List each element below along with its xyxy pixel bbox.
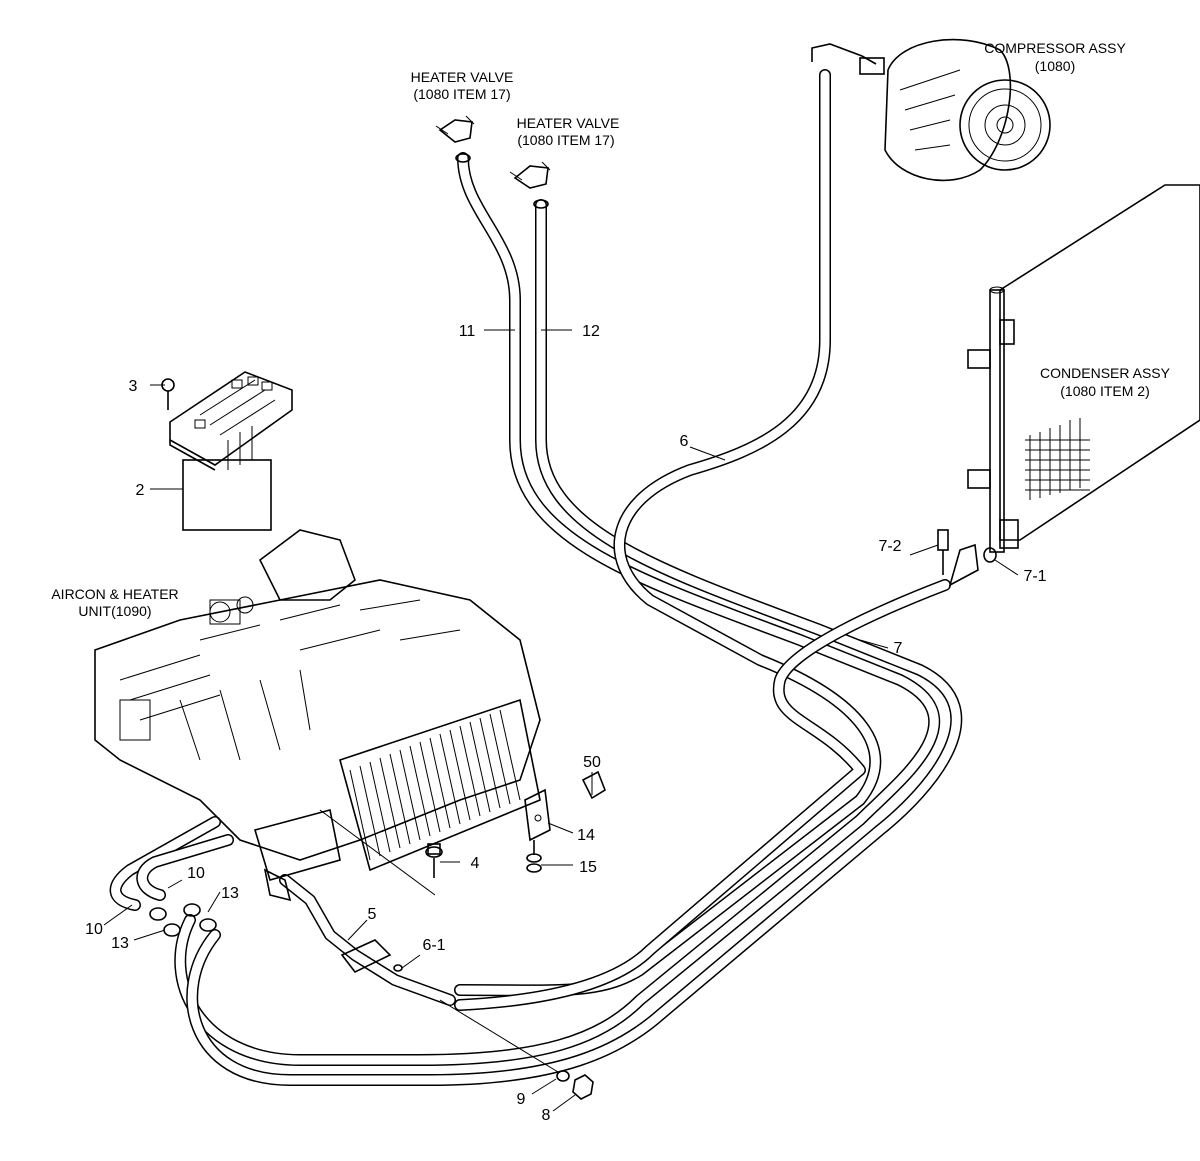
aircon-unit-ref: UNIT(1090)	[78, 603, 151, 619]
control-panel-drawing	[161, 371, 293, 531]
part-13-grommets	[149, 903, 217, 937]
callout-13-upper: 13	[221, 885, 239, 902]
callout-7-1: 7-1	[1023, 568, 1046, 585]
hose-11	[174, 152, 941, 1066]
compressor-title: COMPRESSOR ASSY	[984, 40, 1126, 56]
aircon-unit-title: AIRCON & HEATER	[51, 586, 178, 602]
callout-12: 12	[582, 323, 600, 340]
part-6-1-oring	[393, 964, 403, 972]
callout-14: 14	[577, 827, 595, 844]
condenser-title: CONDENSER ASSY	[1040, 365, 1171, 381]
heater-valve-1-title: HEATER VALVE	[411, 69, 514, 85]
callout-8: 8	[542, 1107, 551, 1124]
callout-15: 15	[579, 859, 597, 876]
part-14-bracket	[524, 788, 551, 842]
callout-6: 6	[680, 433, 689, 450]
callout-10-lower: 10	[85, 921, 103, 938]
leader-lines	[103, 329, 1019, 1112]
part-7-fitting	[948, 543, 979, 587]
callout-3: 3	[129, 378, 138, 395]
part-15-bolt	[526, 840, 542, 873]
heater-valve-1-ref: (1080 ITEM 17)	[413, 86, 510, 102]
callout-7: 7	[894, 640, 903, 657]
part-9-oring	[556, 1070, 570, 1082]
heater-valve-2-ref: (1080 ITEM 17)	[517, 132, 614, 148]
condenser-ref: (1080 ITEM 2)	[1060, 383, 1149, 399]
callout-10-upper: 10	[187, 865, 205, 882]
callout-13-lower: 13	[111, 935, 129, 952]
callout-9: 9	[517, 1091, 526, 1108]
callout-11: 11	[459, 323, 476, 340]
hose-12	[186, 199, 963, 1086]
aircon-heater-unit-drawing	[94, 529, 541, 902]
part-7-2-valve	[937, 529, 949, 575]
part-7-1-oring	[983, 547, 997, 563]
callout-6-1: 6-1	[422, 937, 445, 954]
compressor-assy-drawing	[859, 38, 1051, 182]
compressor-ref: (1080)	[1035, 58, 1075, 74]
callout-7-2: 7-2	[878, 538, 901, 555]
heater-valve-1-drawing	[435, 115, 475, 163]
heater-valve-2-drawing	[509, 161, 551, 209]
compressor-pipe	[811, 43, 877, 65]
hose-10-pair	[109, 816, 234, 911]
part-50-clip	[581, 770, 606, 800]
hose-6	[454, 69, 882, 997]
part-4-bolt	[425, 843, 443, 878]
hose-7	[454, 579, 951, 1011]
pipe-5	[279, 874, 456, 1006]
part-8-nut	[572, 1074, 594, 1100]
callout-2: 2	[136, 482, 145, 499]
callout-5: 5	[368, 906, 377, 923]
callout-50: 50	[583, 754, 601, 771]
condenser-assy-drawing	[967, 184, 1200, 553]
heater-valve-2-title: HEATER VALVE	[517, 115, 620, 131]
callout-4: 4	[471, 855, 480, 872]
part-5-block	[340, 939, 392, 974]
